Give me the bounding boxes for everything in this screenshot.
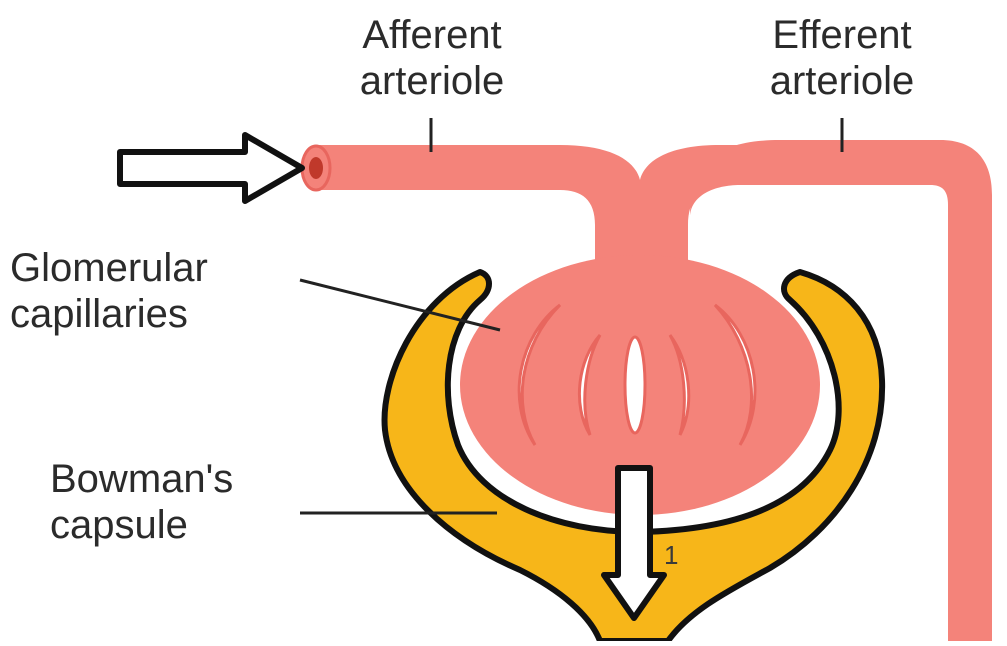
glomerular-capillaries-label: Glomerular capillaries	[10, 245, 208, 337]
afferent-arteriole-label: Afferent arteriole	[322, 12, 542, 104]
bowman-label-line1: Bowman's	[50, 456, 233, 502]
bowmans-capsule-label: Bowman's capsule	[50, 456, 233, 548]
afferent-arteriole	[302, 145, 760, 275]
glomerular-label-line2: capillaries	[10, 291, 208, 337]
blood-inflow-arrow	[120, 135, 302, 201]
afferent-label-line2: arteriole	[322, 58, 542, 104]
efferent-arteriole-label: Efferent arteriole	[732, 12, 952, 104]
afferent-label-line1: Afferent	[322, 12, 542, 58]
filtration-step-number: 1	[664, 540, 678, 571]
efferent-label-line2: arteriole	[732, 58, 952, 104]
bowman-label-line2: capsule	[50, 502, 233, 548]
glomerular-label-line1: Glomerular	[10, 245, 208, 291]
efferent-label-line1: Efferent	[732, 12, 952, 58]
